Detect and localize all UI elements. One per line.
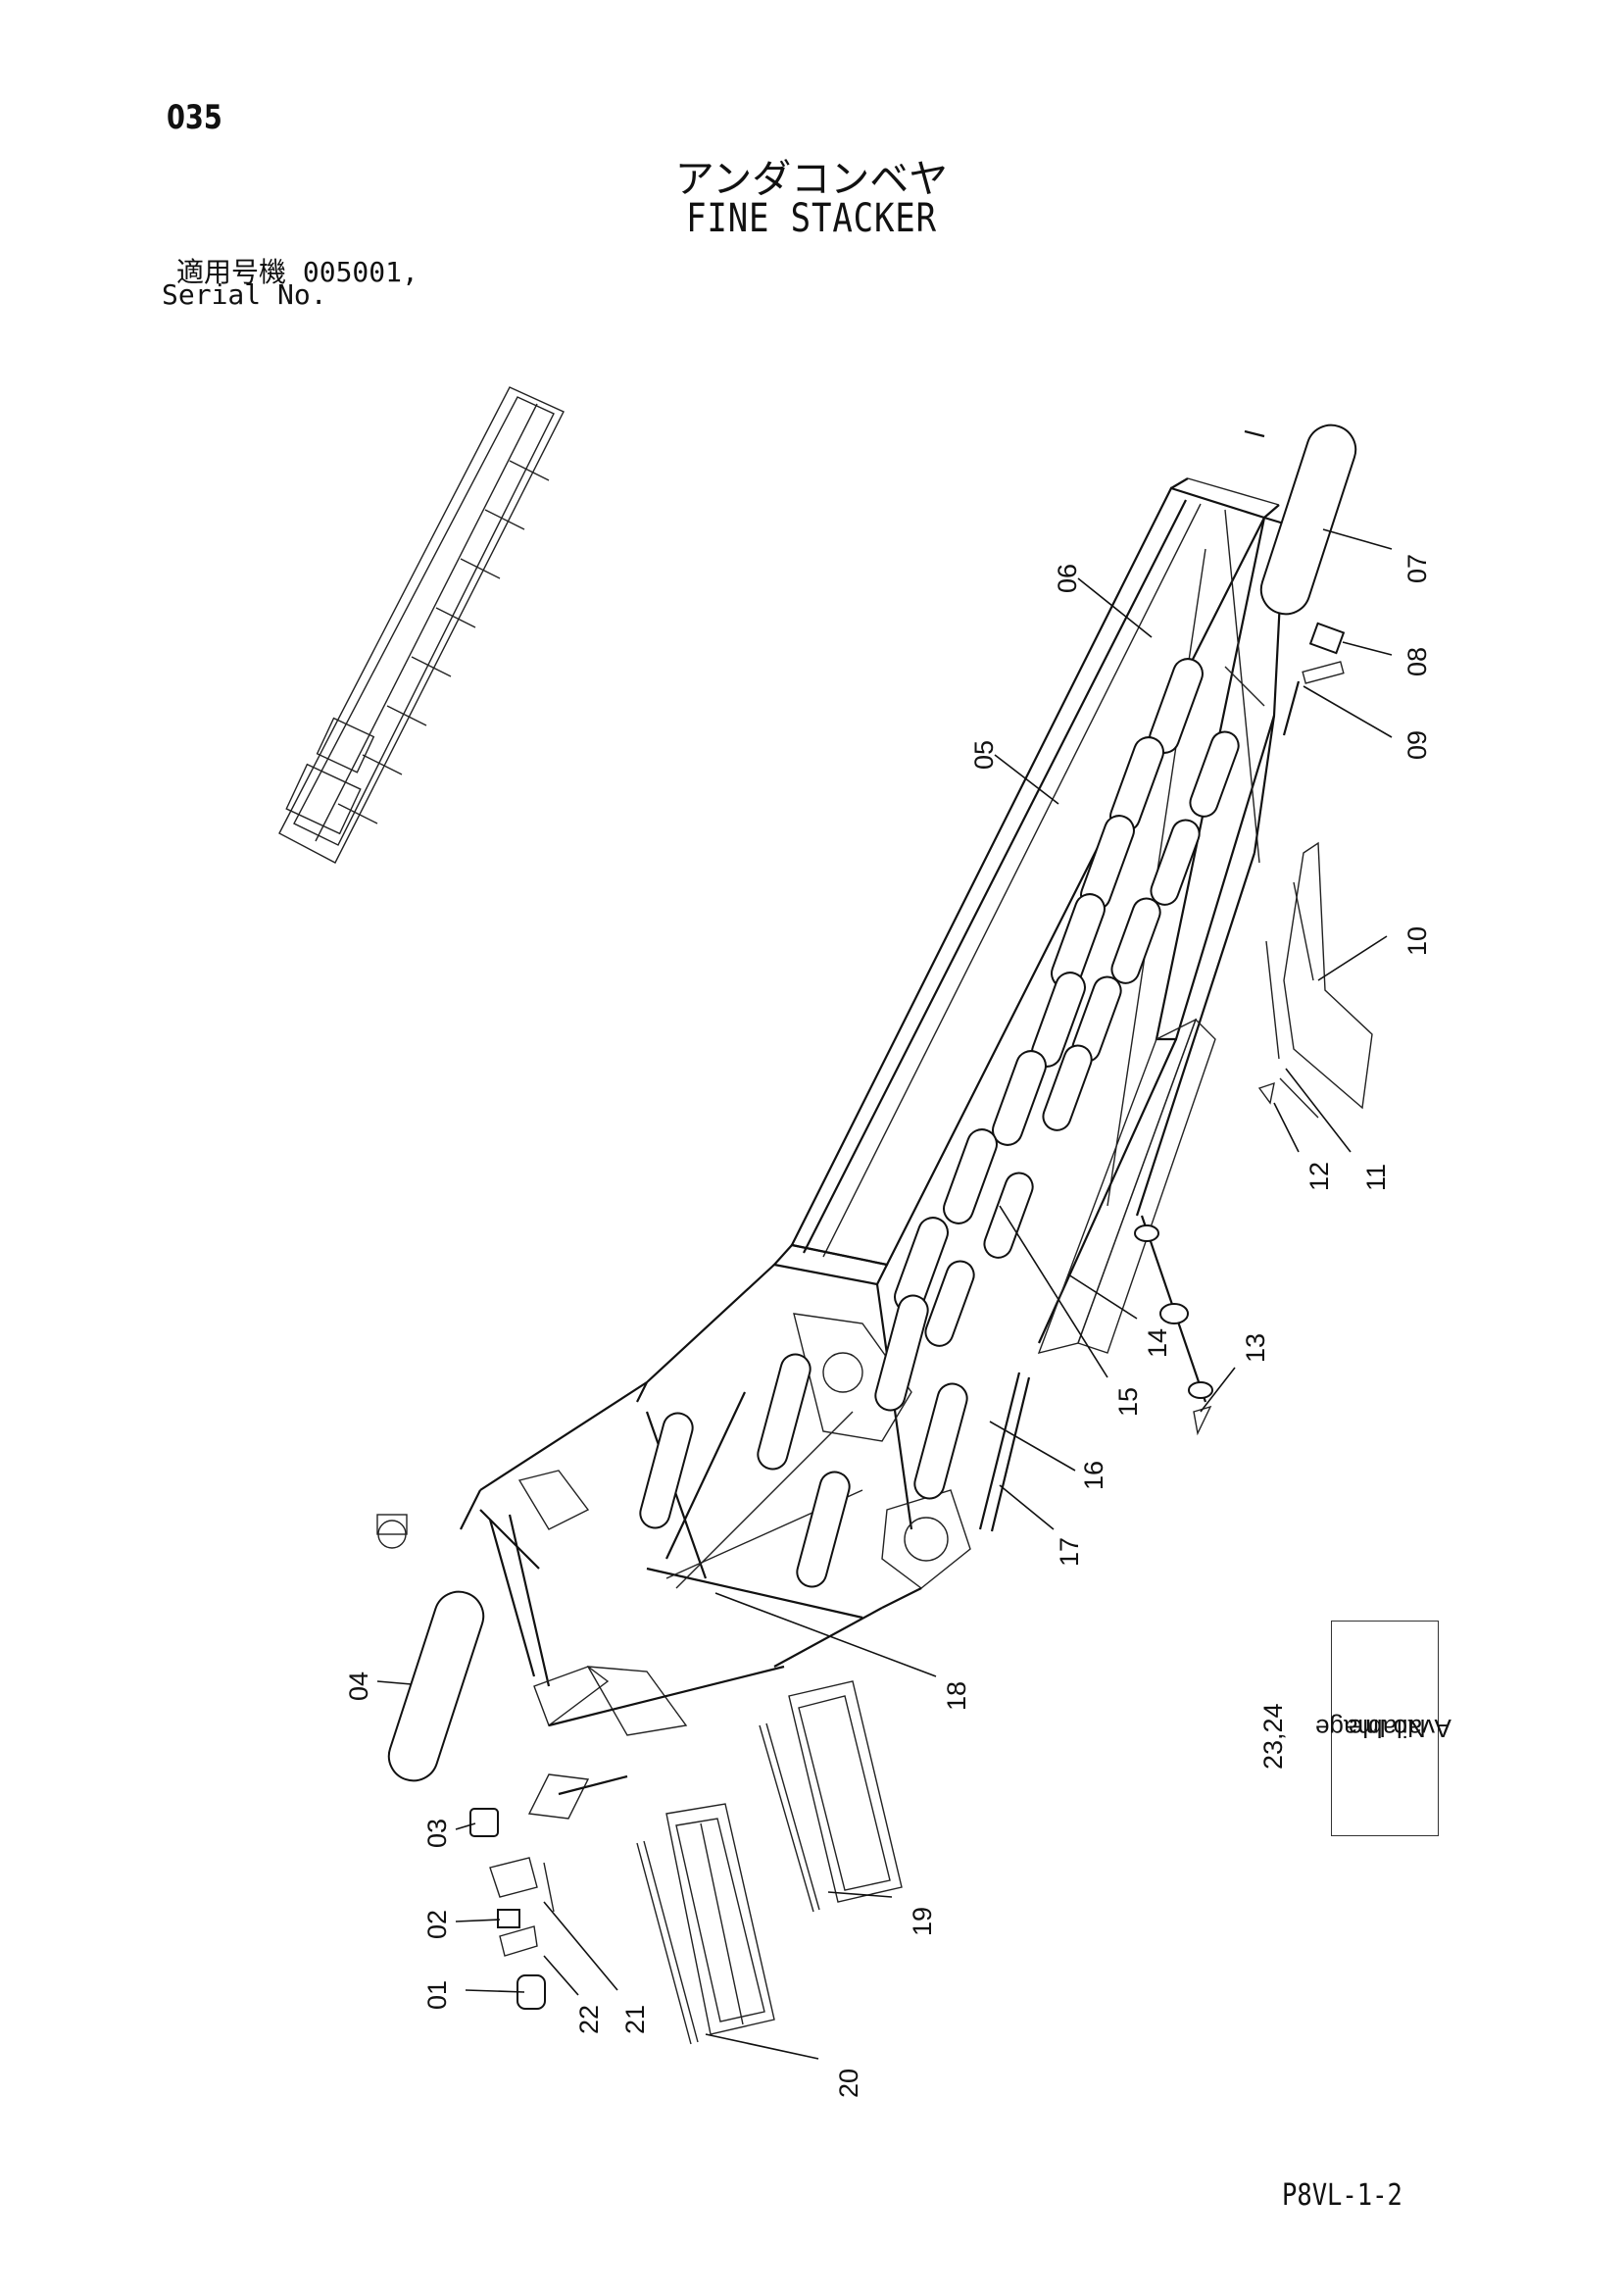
callout-22: 22 — [574, 2005, 604, 2034]
lower-rollers — [639, 1294, 968, 1588]
callout-10: 10 — [1402, 926, 1432, 956]
callout-23-24: 23,24 — [1258, 1703, 1288, 1770]
no-image-text: No Image Available — [1315, 1621, 1451, 1836]
cover-panels — [636, 1680, 903, 2045]
callout-14: 14 — [1143, 1328, 1172, 1358]
callout-16: 16 — [1079, 1461, 1108, 1490]
callout-08: 08 — [1402, 647, 1432, 676]
callout-01: 01 — [422, 1980, 452, 2010]
callout-03: 03 — [422, 1819, 452, 1848]
no-image-line-2: Available — [1348, 1714, 1451, 1743]
lower-frame-section — [460, 1243, 971, 1736]
page-title-english: FINE STACKER — [686, 196, 937, 241]
callout-labels: 01 02 03 04 05 06 07 08 09 10 11 12 13 1… — [344, 554, 1432, 2098]
page-title-japanese: アンダコンベヤ — [674, 157, 949, 202]
page-code: P8VL-1-2 — [1282, 2178, 1402, 2213]
overview-thumbnail — [278, 386, 565, 864]
callout-20: 20 — [834, 2069, 863, 2098]
callout-18: 18 — [942, 1681, 971, 1711]
callout-21: 21 — [620, 2005, 650, 2034]
head-pulley-assembly — [1224, 424, 1357, 736]
leader-lines — [376, 528, 1393, 2060]
callout-07: 07 — [1402, 554, 1432, 583]
callout-05: 05 — [969, 740, 999, 770]
upper-conveyor-frame — [790, 477, 1286, 1355]
callout-17: 17 — [1055, 1537, 1084, 1567]
conveyor-rollers — [894, 658, 1240, 1347]
callout-06: 06 — [1053, 564, 1082, 593]
callout-11: 11 — [1361, 1164, 1391, 1191]
callout-13: 13 — [1241, 1333, 1270, 1363]
callout-15: 15 — [1113, 1387, 1143, 1417]
small-parts — [469, 1773, 628, 2010]
callout-04: 04 — [344, 1672, 373, 1701]
callout-02: 02 — [422, 1910, 452, 1939]
tail-pulley — [376, 1514, 485, 1782]
no-image-placeholder — [1331, 1621, 1439, 1836]
callout-19: 19 — [908, 1907, 937, 1936]
serial-label-japanese: 適用号機 005001, — [176, 256, 418, 288]
callout-09: 09 — [1402, 730, 1432, 760]
tension-rod — [978, 1215, 1213, 1532]
callout-12: 12 — [1304, 1162, 1334, 1191]
serial-label-english: Serial No. — [162, 278, 327, 311]
side-panel-assembly — [1257, 841, 1373, 1119]
page-number: 035 — [167, 98, 222, 137]
